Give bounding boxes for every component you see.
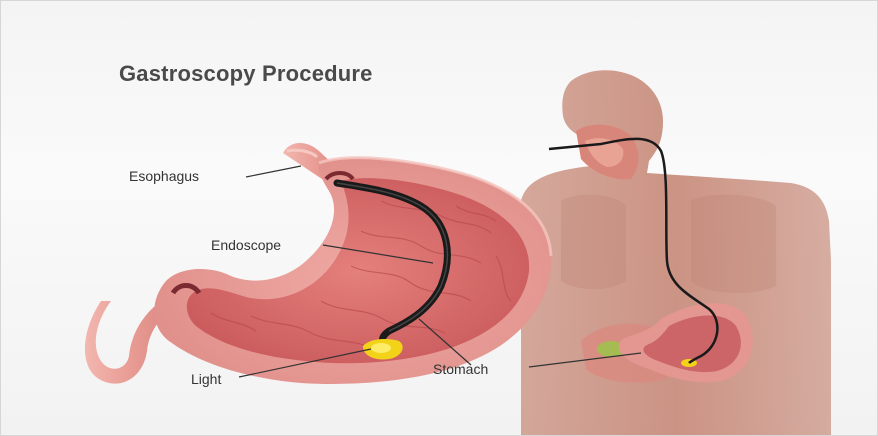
diagram-title: Gastroscopy Procedure: [119, 61, 373, 87]
label-stomach: Stomach: [433, 361, 488, 377]
label-light: Light: [191, 371, 221, 387]
body-silhouette: [521, 70, 831, 436]
label-endoscope: Endoscope: [211, 237, 281, 253]
esophagus-leader: [246, 166, 301, 177]
label-esophagus: Esophagus: [129, 168, 199, 184]
